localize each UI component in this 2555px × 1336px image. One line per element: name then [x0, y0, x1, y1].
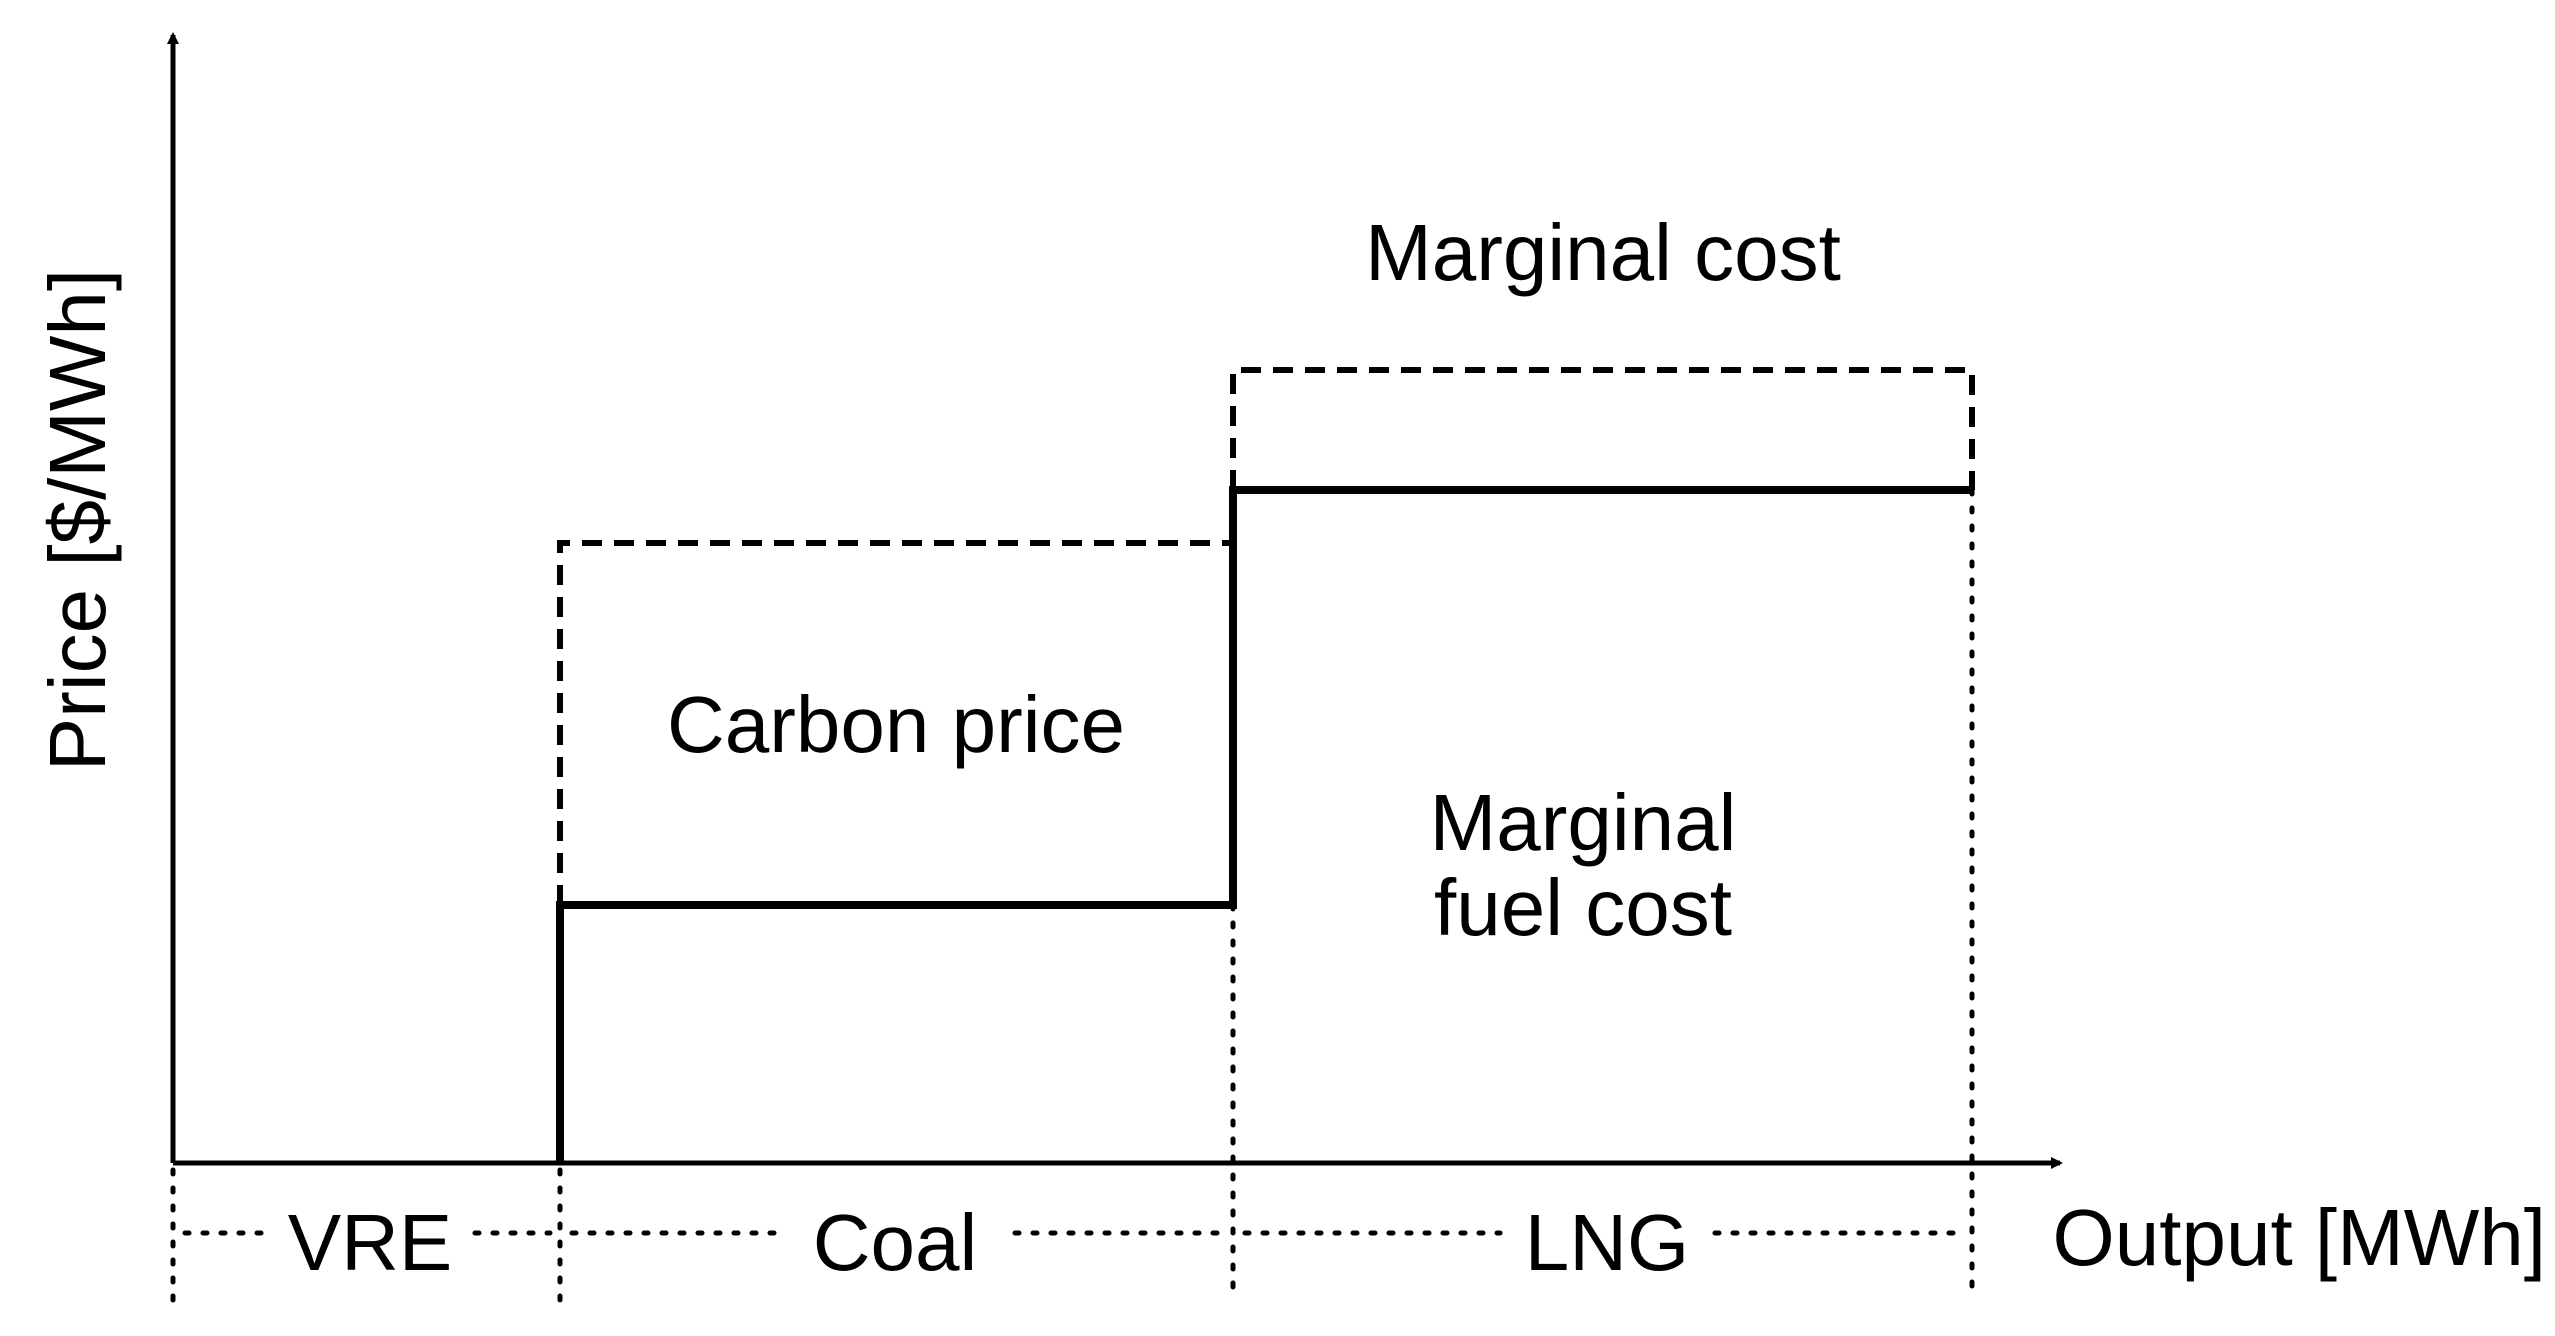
carbon-price-label: Carbon price [667, 680, 1125, 769]
segment-label-lng: LNG [1525, 1198, 1690, 1287]
marginal-cost-dashed-line [557, 367, 1975, 905]
marginal-fuel-cost-label-line1: Marginal [1430, 778, 1737, 867]
y-axis-label: Price [$/MWh] [33, 269, 122, 771]
marginal-cost-label: Marginal cost [1365, 208, 1841, 297]
x-axis-label: Output [MWh] [2053, 1193, 2546, 1282]
segment-label-coal: Coal [813, 1198, 978, 1287]
fuel-cost-step-line [556, 486, 1972, 1163]
marginal-fuel-cost-label-line2: fuel cost [1434, 863, 1732, 952]
segment-label-vre: VRE [288, 1198, 453, 1287]
